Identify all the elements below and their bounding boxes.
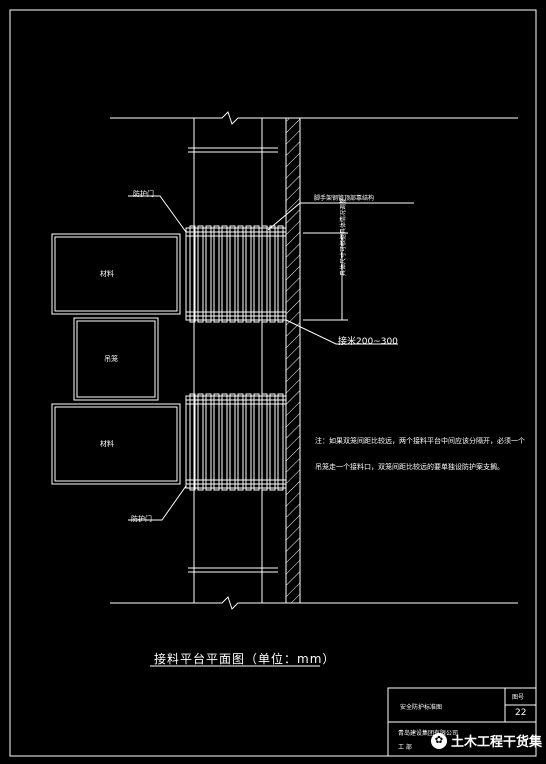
platform-slat: [189, 225, 196, 323]
drawing-frame: [9, 9, 537, 757]
watermark-text: 土木工程干货集: [450, 735, 542, 750]
platform-slat: [229, 393, 236, 491]
platform-slat: [205, 393, 212, 491]
platform-slat: [261, 225, 268, 323]
platform-slat: [237, 393, 244, 491]
material-label-bottom: 材料: [100, 440, 114, 448]
platform-slat: [269, 393, 276, 491]
title-block-code-value: 22: [515, 708, 527, 718]
hatched-wall: [285, 117, 301, 604]
platform-slat: [213, 225, 220, 323]
bottom-break-line: [110, 596, 518, 610]
title-block-name: 安全防护标准图: [400, 704, 443, 711]
platform-slat: [253, 393, 260, 491]
platform-slat: [221, 225, 228, 323]
scaffold-verticals: [193, 118, 263, 603]
material-box-bottom: [51, 403, 181, 485]
platform-slat: [277, 225, 284, 323]
platform-slat: [229, 225, 236, 323]
platform-slat: [221, 393, 228, 491]
leader-lines: [128, 195, 414, 521]
platform-slat: [213, 393, 220, 491]
protective-door-label-top: 防护门: [133, 190, 154, 198]
platform-slat: [197, 393, 204, 491]
cage-label: 吊笼: [104, 355, 118, 363]
platform-slat: [245, 393, 252, 491]
platform-slat: [245, 225, 252, 323]
title-block-company: 青岛建设集团有限公司: [398, 730, 459, 737]
material-label-top: 材料: [100, 270, 114, 278]
protective-door-label-bottom: 防护门: [131, 515, 152, 523]
platform-slat: [253, 225, 260, 323]
platform-outline: [185, 395, 287, 489]
dimension-label: 具体尺寸可根据具体情况调整: [340, 197, 347, 276]
dimension-line: [303, 232, 348, 321]
lower-platform: [185, 393, 287, 491]
scaffold-note-label: 脚手架钢管顶部靠结构: [314, 195, 375, 202]
title-block-dept: 工 部: [398, 744, 412, 751]
top-break-line: [110, 111, 518, 125]
platform-slat: [261, 393, 268, 491]
platform-outline: [185, 227, 287, 321]
platform-slat: [205, 225, 212, 323]
platform-slat: [197, 225, 204, 323]
title-block: [387, 687, 537, 757]
platform-slat: [189, 393, 196, 491]
material-box-top: [51, 233, 181, 315]
note-line-2: 吊笼走一个接料口，双笼间距比较远的要单独设防护案支搁。: [315, 463, 504, 471]
platform-slat: [237, 225, 244, 323]
upper-platform: [185, 225, 287, 323]
platform-slat: [277, 393, 284, 491]
note-text: 注：如果双笼间距比较远，两个接料平台中间应该分隔开，必须一个 吊笼走一个接料口，…: [315, 428, 525, 480]
platform-slat: [269, 225, 276, 323]
scaffold-bars: [188, 147, 278, 573]
gap-label: 接米200~300: [338, 337, 398, 347]
drawing-title: 接料平台平面图（单位：mm）: [154, 652, 336, 666]
wechat-icon: ✿: [430, 732, 447, 749]
title-block-code-label: 图号: [512, 694, 525, 701]
note-line-1: 注：如果双笼间距比较远，两个接料平台中间应该分隔开，必须一个: [315, 437, 525, 445]
hoist-cage-box: [73, 317, 159, 401]
watermark: ✿ 土木工程干货集: [430, 731, 542, 750]
